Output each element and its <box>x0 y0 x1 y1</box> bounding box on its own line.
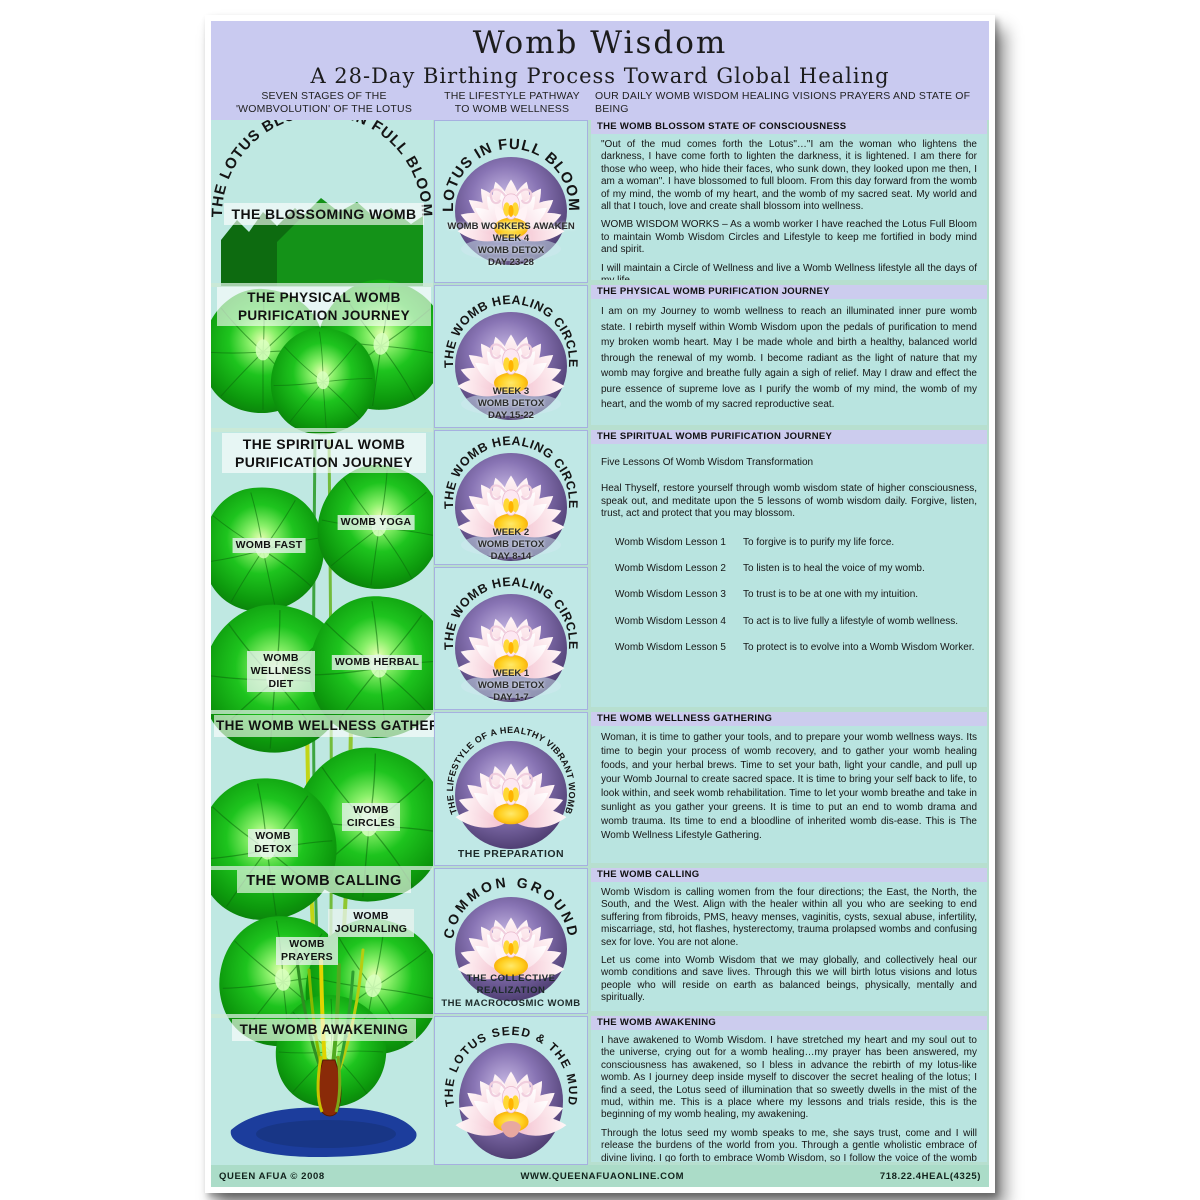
banner-physical-journey: THE PHYSICAL WOMB PURIFICATION JOURNEY <box>217 287 431 327</box>
lesson-label: Womb Wisdom Lesson 5 <box>615 642 726 654</box>
block-paragraph: I have awakened to Womb Wisdom. I have s… <box>601 1035 977 1121</box>
leaf-label-womb-circles: WOMB CIRCLES <box>342 803 400 832</box>
block-paragraph: Womb Wisdom is calling women from the fo… <box>601 887 977 948</box>
row-separator <box>211 1014 433 1018</box>
cell-detail-lines: WEEK 1 WOMB DETOX DAY 1-7 <box>477 668 545 703</box>
lesson-text: To protect is to evolve into a Womb Wisd… <box>743 642 975 654</box>
leaf-label-womb-wellness-diet: WOMB WELLNESS DIET <box>247 651 315 693</box>
block-paragraph: I will maintain a Circle of Wellness and… <box>601 262 977 280</box>
leaf-label-womb-herbal: WOMB HERBAL <box>331 655 423 671</box>
lesson-label: Womb Wisdom Lesson 1 <box>615 536 726 548</box>
footer-copyright: QUEEN AFUA © 2008 <box>219 1170 325 1182</box>
lesson-row: Womb Wisdom Lesson 2 To listen is to hea… <box>615 563 977 575</box>
banner-wellness-gathering: THE WOMB WELLNESS GATHERING <box>214 715 464 737</box>
lotus-circle-icon: THE WOMB HEALING CIRCLE <box>442 575 579 702</box>
block-paragraph: "Out of the mud comes forth the Lotus"…"… <box>601 139 977 212</box>
pathway-cell-week3: THE WOMB HEALING CIRCLE WEEK 3 WOMB DETO… <box>434 285 588 428</box>
row-separator <box>211 283 433 287</box>
poster-inner: Womb Wisdom A 28-Day Birthing Process To… <box>187 21 989 1187</box>
cell-detail-lines: WEEK 3 WOMB DETOX DAY 15-22 <box>477 386 545 421</box>
pathway-cell-common-ground: COMMON GROUND THE COLLECTIVE REALIZATION… <box>434 868 588 1014</box>
block-paragraph: Five Lessons Of Womb Wisdom Transformati… <box>601 457 814 468</box>
lotus-circle-icon: THE WOMB HEALING CIRCLE <box>442 434 579 561</box>
leaf-label-womb-yoga: WOMB YOGA <box>337 515 415 531</box>
cell-detail-lines: WOMB WORKERS AWAKEN WEEK 4 WOMB DETOX DA… <box>447 221 575 268</box>
leaf-label-womb-prayers: WOMB PRAYERS <box>276 937 338 966</box>
pathway-cell-week2: THE WOMB HEALING CIRCLE WEEK 2 WOMB DETO… <box>434 430 588 565</box>
leaf-label-womb-journaling: WOMB JOURNALING <box>328 909 414 938</box>
lotus-circle-icon: COMMON GROUND <box>440 874 579 1001</box>
lesson-label: Womb Wisdom Lesson 2 <box>615 562 726 574</box>
column-header-pathway: THE LIFESTYLE PATHWAY TO WOMB WELLNESS <box>444 89 580 115</box>
block-paragraph: Heal Thyself, restore yourself through w… <box>601 483 977 520</box>
daily-block-wellness-gathering: THE WOMB WELLNESS GATHERING Woman, it is… <box>591 712 987 863</box>
pathway-cell-week4: LOTUS IN FULL BLOOM WOMB WORKERS AWAKEN … <box>434 120 588 283</box>
lesson-row: Womb Wisdom Lesson 5 To protect is to ev… <box>615 642 977 654</box>
block-paragraph: WOMB WISDOM WORKS – As a womb worker I h… <box>601 219 977 256</box>
block-title: THE WOMB WELLNESS GATHERING <box>591 712 987 726</box>
block-title: THE WOMB CALLING <box>591 868 987 882</box>
poster-header: Womb Wisdom A 28-Day Birthing Process To… <box>211 21 989 120</box>
daily-block-womb-calling: THE WOMB CALLING Womb Wisdom is calling … <box>591 868 987 1011</box>
block-title: THE WOMB BLOSSOM STATE OF CONSCIOUSNESS <box>591 120 987 134</box>
banner-spiritual-journey: THE SPIRITUAL WOMB PURIFICATION JOURNEY <box>222 433 426 474</box>
column-header-daily: OUR DAILY WOMB WISDOM HEALING VISIONS PR… <box>595 89 971 115</box>
page-title: Womb Wisdom <box>472 25 728 61</box>
block-paragraph: Let us come into Womb Wisdom that we may… <box>601 954 977 1004</box>
lesson-row: Womb Wisdom Lesson 1 To forgive is to pu… <box>615 537 977 549</box>
daily-block-womb-blossom: THE WOMB BLOSSOM STATE OF CONSCIOUSNESS … <box>591 120 987 280</box>
leaf-label-womb-fast: WOMB FAST <box>232 538 306 554</box>
lesson-row: Womb Wisdom Lesson 3 To trust is to be a… <box>615 589 977 601</box>
pathway-cell-week1: THE WOMB HEALING CIRCLE WEEK 1 WOMB DETO… <box>434 567 588 710</box>
lotus-circle-icon: THE LIFESTYLE OF A HEALTHY VIBRANT WOMB <box>445 725 577 849</box>
banner-womb-awakening: THE WOMB AWAKENING <box>232 1019 416 1041</box>
cell-caption: THE PREPARATION <box>457 847 565 860</box>
lotus-circle-icon: THE LOTUS SEED & THE MUD <box>442 1024 579 1159</box>
womb-wisdom-poster: Womb Wisdom A 28-Day Birthing Process To… <box>187 15 995 1193</box>
daily-block-spiritual-journey: THE SPIRITUAL WOMB PURIFICATION JOURNEY … <box>591 430 987 707</box>
column-header-stages: SEVEN STAGES OF THE 'WOMBVOLUTION' OF TH… <box>235 89 413 115</box>
block-title: THE WOMB AWAKENING <box>591 1016 987 1030</box>
lesson-text: To forgive is to purify my life force. <box>743 536 895 548</box>
block-title: THE PHYSICAL WOMB PURIFICATION JOURNEY <box>591 285 987 299</box>
block-title: THE SPIRITUAL WOMB PURIFICATION JOURNEY <box>591 430 987 444</box>
lotus-plant-illustration: THE LOTUS BLOSSOM IN FULL BLOOM <box>187 103 457 1158</box>
daily-block-physical-journey: THE PHYSICAL WOMB PURIFICATION JOURNEY I… <box>591 285 987 425</box>
pathway-cell-lotus-seed: THE LOTUS SEED & THE MUD <box>434 1016 588 1165</box>
block-paragraph: Woman, it is time to gather your tools, … <box>601 732 977 841</box>
lesson-text: To trust is to be at one with my intuiti… <box>743 589 919 601</box>
daily-block-womb-awakening: THE WOMB AWAKENING I have awakened to Wo… <box>591 1016 987 1162</box>
banner-blossoming-womb: THE BLOSSOMING WOMB <box>224 203 424 226</box>
lotus-circle-icon: LOTUS IN FULL BLOOM <box>440 136 581 265</box>
block-paragraph: Through the lotus seed my womb speaks to… <box>601 1127 977 1162</box>
lesson-label: Womb Wisdom Lesson 3 <box>615 589 726 601</box>
block-paragraph: I am on my Journey to womb wellness to r… <box>601 306 977 410</box>
lesson-text: To act is to live fully a lifestyle of w… <box>743 615 959 627</box>
lesson-label: Womb Wisdom Lesson 4 <box>615 615 726 627</box>
cell-caption: THE COLLECTIVE REALIZATION <box>466 973 556 997</box>
stages-column: THE LOTUS BLOSSOM IN FULL BLOOM <box>187 103 464 1165</box>
lesson-text: To listen is to heal the voice of my wom… <box>743 562 925 574</box>
page-subtitle: A 28-Day Birthing Process Toward Global … <box>310 64 890 88</box>
seed-icon <box>316 1055 342 1117</box>
cell-detail-lines: WEEK 2 WOMB DETOX DAY 8-14 <box>477 527 545 562</box>
row-separator <box>211 428 433 432</box>
row-separator <box>211 866 433 870</box>
leaf-label-womb-detox: WOMB DETOX <box>248 829 298 858</box>
row-separator <box>211 710 433 714</box>
banner-womb-calling: THE WOMB CALLING <box>237 870 411 893</box>
lotus-circle-icon: THE WOMB HEALING CIRCLE <box>442 293 579 420</box>
cell-caption: THE MACROCOSMIC WOMB <box>441 998 581 1010</box>
pathway-cell-preparation: THE LIFESTYLE OF A HEALTHY VIBRANT WOMB … <box>434 712 588 866</box>
lesson-row: Womb Wisdom Lesson 4 To act is to live f… <box>615 616 977 628</box>
poster-footer: QUEEN AFUA © 2008 WWW.QUEENAFUAONLINE.CO… <box>211 1165 989 1187</box>
footer-phone: 718.22.4HEAL(4325) <box>879 1170 981 1182</box>
footer-website: WWW.QUEENAFUAONLINE.COM <box>520 1170 685 1182</box>
